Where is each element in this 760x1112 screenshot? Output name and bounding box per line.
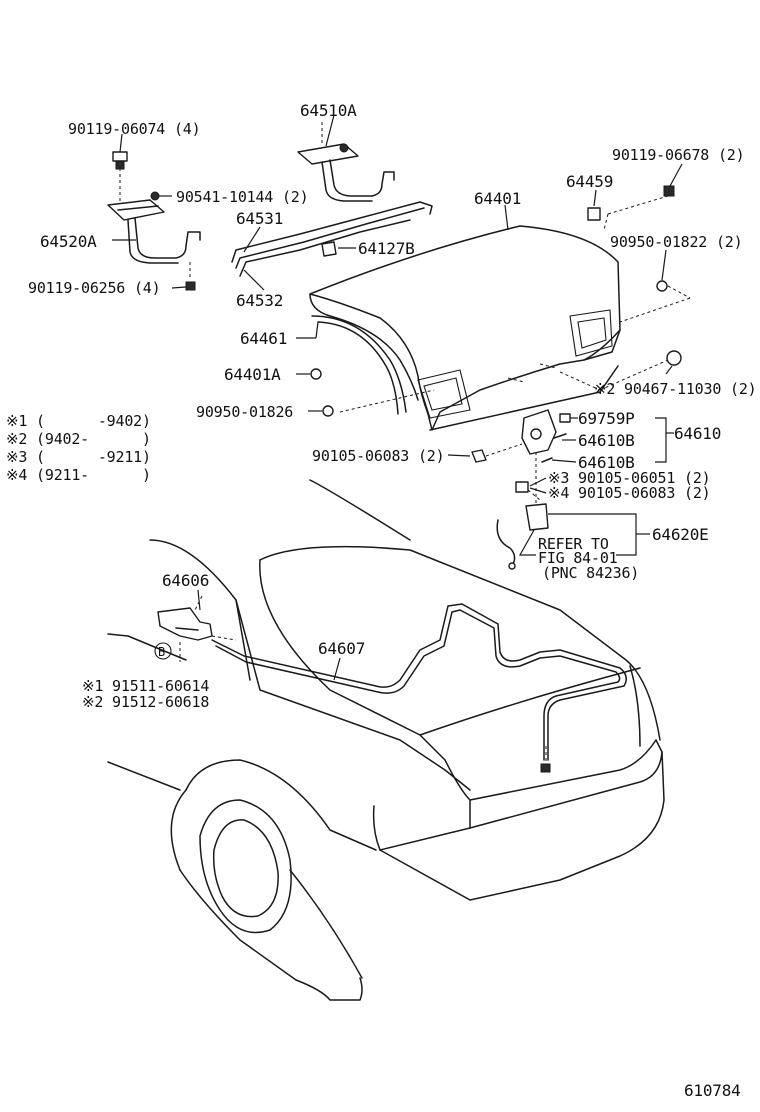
- label-64510A: 64510A: [300, 101, 357, 120]
- label-90541-10144: 90541-10144 (2): [176, 188, 308, 206]
- trunk-lock-64610: [521, 409, 571, 463]
- label-90467-11030: ※2 90467-11030 (2): [594, 380, 757, 398]
- trunk-lid-64401: [309, 225, 621, 431]
- label-64610: 64610: [674, 424, 721, 443]
- label-90119-06074: 90119-06074 (4): [68, 120, 200, 138]
- striker-64620E: [496, 503, 549, 570]
- label-64607: 64607: [318, 639, 365, 658]
- small-fasteners: [310, 185, 682, 493]
- clip-64127B: [321, 241, 337, 257]
- label-64461: 64461: [240, 329, 287, 348]
- label-64620E: 64620E: [652, 525, 709, 544]
- opener-cable-64607: [211, 603, 627, 773]
- label-64127B: 64127B: [358, 239, 415, 258]
- label-refer-pnc: (PNC 84236): [542, 564, 639, 582]
- circle-b-marker: [154, 642, 172, 660]
- guide-lines: [179, 195, 691, 662]
- date-code-legend: ※1 ( -9402) ※2 (9402- ) ※3 ( -9211) ※4 (…: [6, 412, 151, 484]
- legend-line-3: ※3 ( -9211): [6, 448, 151, 466]
- label-90950-01826: 90950-01826: [196, 403, 293, 421]
- label-64401: 64401: [474, 189, 521, 208]
- label-69759P: 69759P: [578, 409, 635, 428]
- car-body: [107, 479, 665, 1001]
- label-circle-b: B: [158, 645, 165, 659]
- label-64531: 64531: [236, 209, 283, 228]
- label-90950-01822: 90950-01822 (2): [610, 233, 742, 251]
- label-91512-60618: ※2 91512-60618: [82, 693, 209, 711]
- label-90105-06083-2: 90105-06083 (2): [312, 447, 444, 465]
- label-64610B-lower: 64610B: [578, 453, 635, 472]
- label-90119-06256: 90119-06256 (4): [28, 279, 160, 297]
- label-64532: 64532: [236, 291, 283, 310]
- label-91511-60614: ※1 91511-60614: [82, 677, 209, 695]
- legend-line-2: ※2 (9402- ): [6, 430, 151, 448]
- legend-line-1: ※1 ( -9402): [6, 412, 151, 430]
- leader-lines: [112, 114, 683, 681]
- opener-lever-64606: [157, 595, 213, 641]
- label-64606: 64606: [162, 571, 209, 590]
- hinge-top-64510A: [297, 122, 395, 202]
- label-64401A: 64401A: [224, 365, 281, 384]
- label-refer-to: REFER TO: [538, 535, 609, 553]
- torsion-bars: [231, 201, 433, 277]
- legend-line-4: ※4 (9211- ): [6, 466, 151, 484]
- label-64459: 64459: [566, 172, 613, 191]
- label-90119-06678: 90119-06678 (2): [612, 146, 744, 164]
- hinge-left-64520A: [107, 151, 201, 291]
- figure-number: 610784: [684, 1081, 741, 1100]
- part-labels: 64510A 90119-06074 (4) 90541-10144 (2) 6…: [28, 101, 757, 1100]
- label-64520A: 64520A: [40, 232, 97, 251]
- label-64610B-upper: 64610B: [578, 431, 635, 450]
- label-refer-fig: FIG 84-01: [538, 549, 618, 567]
- label-90105-06083-4: ※4 90105-06083 (2): [548, 484, 711, 502]
- label-90105-06051: ※3 90105-06051 (2): [548, 469, 711, 487]
